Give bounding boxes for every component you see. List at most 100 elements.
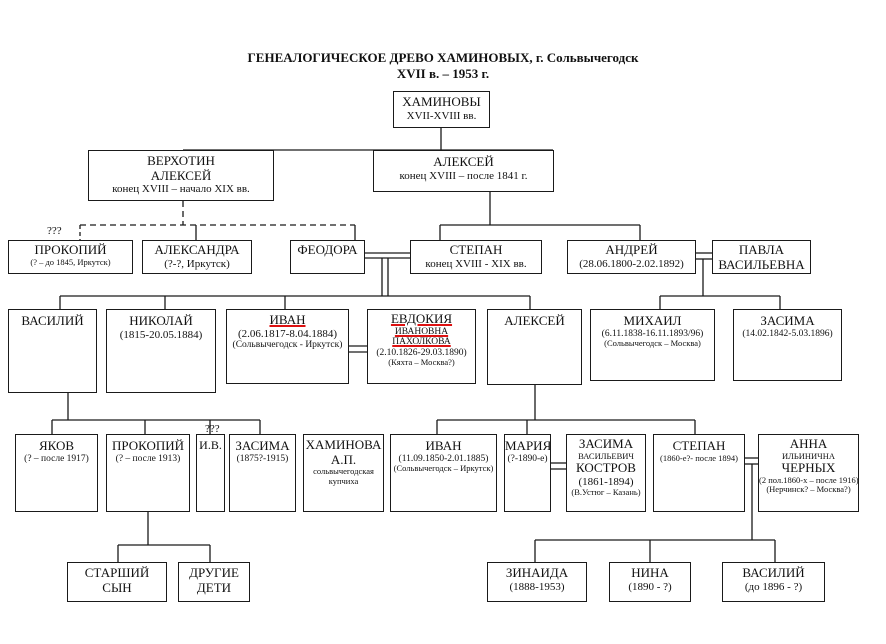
node-dates: (1815-20.05.1884) — [119, 328, 203, 341]
node-name: СТЕПАН — [672, 438, 726, 453]
node-feodora[interactable]: ФЕОДОРА — [290, 240, 365, 274]
unknown-mark-1: ??? — [47, 225, 62, 237]
node-name-2: АЛЕКСЕЙ — [150, 167, 212, 183]
node-name: ЕВДОКИЯ — [390, 311, 453, 326]
node-name: АНДРЕЙ — [605, 242, 658, 257]
node-name: ИВАН — [269, 312, 306, 327]
node-name: ИВАН — [425, 438, 462, 453]
node-dates: (1875?-1915) — [236, 453, 289, 464]
node-patronymic: ВАСИЛЬЕВИЧ — [578, 450, 634, 461]
title-line-2: XVII в. – 1953 г. — [396, 66, 490, 81]
node-name: И.В. — [199, 438, 222, 452]
node-vasiliy-2[interactable]: ВАСИЛИЙ (до 1896 - ?) — [722, 562, 825, 602]
node-dates: (28.06.1800-2.02.1892) — [579, 257, 684, 270]
node-drugie-deti[interactable]: ДРУГИЕ ДЕТИ — [178, 562, 250, 602]
node-name-2: ДЕТИ — [196, 579, 232, 595]
node-place: (Сольвычегодск – Москва) — [604, 338, 701, 349]
node-zasima-1[interactable]: ЗАСИМА (14.02.1842-5.03.1896) — [733, 309, 842, 381]
node-name: ПАВЛА — [738, 242, 785, 257]
node-nikolay[interactable]: НИКОЛАЙ (1815-20.05.1884) — [106, 309, 216, 393]
node-stepan-1[interactable]: СТЕПАН конец XVIII - XIX вв. — [410, 240, 542, 274]
node-nina[interactable]: НИНА (1890 - ?) — [609, 562, 691, 602]
node-dates: (6.11.1838-16.11.1893/96) — [601, 328, 704, 339]
node-dates: (? – после 1917) — [24, 453, 89, 464]
node-name: АЛЕКСАНДРА — [154, 242, 240, 257]
node-dates: (?-?, Иркутск) — [164, 257, 230, 270]
node-name-2: ВАСИЛЬЕВНА — [718, 256, 805, 272]
node-name: АЛЕКСЕЙ — [433, 154, 494, 169]
node-haminovy[interactable]: ХАМИНОВЫ XVII-XVIII вв. — [393, 91, 490, 128]
node-pavla[interactable]: ПАВЛА ВАСИЛЬЕВНА — [712, 240, 811, 274]
node-verhotin[interactable]: ВЕРХОТИН АЛЕКСЕЙ конец XVIII – начало XI… — [88, 150, 274, 201]
node-dates: (1860-е?- после 1894) — [660, 452, 738, 463]
node-name: ЗИНАИДА — [505, 565, 569, 580]
node-aleksey-sr[interactable]: АЛЕКСЕЙ конец XVIII – после 1841 г. — [373, 150, 554, 192]
node-dates: (14.02.1842-5.03.1896) — [742, 328, 833, 339]
node-dates: (1861-1894) — [578, 475, 634, 488]
node-name: ДРУГИЕ — [189, 565, 239, 580]
node-name: ВАСИЛИЙ — [21, 313, 84, 328]
node-patronymic: ИВАНОВНА — [394, 326, 449, 337]
node-name-2: СЫН — [102, 579, 132, 595]
node-dates: (11.09.1850-2.01.1885) — [398, 453, 489, 464]
node-name: СТАРШИЙ — [84, 565, 150, 580]
node-name: ВЕРХОТИН — [147, 153, 215, 168]
node-name: ФЕОДОРА — [297, 242, 358, 257]
node-iv[interactable]: И.В. — [196, 434, 225, 512]
node-vasiliy-1[interactable]: ВАСИЛИЙ — [8, 309, 97, 393]
node-dates: конец XVIII – начало XIX вв. — [112, 183, 250, 196]
node-dates: (2.06.1817-8.04.1884) — [238, 327, 337, 340]
node-place: (Кяхта – Москва?) — [388, 357, 455, 368]
node-anna[interactable]: АННА ИЛЬИНИЧНА ЧЕРНЫХ (2 пол.1860-х – по… — [758, 434, 859, 512]
node-dates: (2 пол.1860-х – после 1916) — [759, 474, 859, 485]
node-dates: (1888-1953) — [509, 580, 565, 593]
node-mariya[interactable]: МАРИЯ (?-1890-е) — [504, 434, 551, 512]
node-dates: XVII-XVIII вв. — [406, 109, 477, 122]
node-surname: ПАХОЛКОВА — [392, 337, 451, 348]
node-dates: (?-1890-е) — [507, 453, 548, 464]
node-prokopiy-1[interactable]: ПРОКОПИЙ (? – до 1845, Иркутск) — [8, 240, 133, 274]
node-zasima-2[interactable]: ЗАСИМА (1875?-1915) — [229, 434, 296, 512]
node-note: сольвычегодская — [313, 466, 374, 477]
node-stepan-2[interactable]: СТЕПАН (1860-е?- после 1894) — [653, 434, 745, 512]
node-dates: конец XVIII – после 1841 г. — [399, 169, 528, 182]
node-andrey[interactable]: АНДРЕЙ (28.06.1800-2.02.1892) — [567, 240, 696, 274]
node-name: ПРОКОПИЙ — [34, 242, 107, 257]
node-zasima-3[interactable]: ЗАСИМА ВАСИЛЬЕВИЧ КОСТРОВ (1861-1894) (В… — [566, 434, 646, 512]
node-name: ЗАСИМА — [235, 438, 290, 453]
node-dates: (до 1896 - ?) — [744, 580, 803, 593]
node-name: МИХАИЛ — [623, 313, 682, 328]
node-name: СТЕПАН — [449, 242, 503, 257]
node-prokopiy-2[interactable]: ПРОКОПИЙ (? – после 1913) — [106, 434, 190, 512]
node-place: (Сольвычегодск - Иркутск) — [232, 339, 343, 350]
node-place: (В.Устюг – Казань) — [571, 486, 641, 497]
node-dates: (? – до 1845, Иркутск) — [30, 256, 111, 267]
title-line-1: ГЕНЕАЛОГИЧЕСКОЕ ДРЕВО ХАМИНОВЫХ, г. Соль… — [247, 50, 639, 65]
node-name: ХАМИНОВА — [305, 437, 382, 452]
node-name: МАРИЯ — [505, 438, 551, 453]
node-ivan-2[interactable]: ИВАН (11.09.1850-2.01.1885) (Сольвычегод… — [390, 434, 497, 512]
node-surname: ЧЕРНЫХ — [781, 460, 836, 476]
node-evdokiya[interactable]: ЕВДОКИЯ ИВАНОВНА ПАХОЛКОВА (2.10.1826-29… — [367, 309, 476, 384]
node-name: НИКОЛАЙ — [129, 313, 193, 328]
diagram-title: ГЕНЕАЛОГИЧЕСКОЕ ДРЕВО ХАМИНОВЫХ, г. Соль… — [0, 50, 886, 82]
node-initials: А.П. — [330, 451, 357, 467]
node-place: (Нерчинск? – Москва?) — [766, 484, 851, 495]
node-zinaida[interactable]: ЗИНАИДА (1888-1953) — [487, 562, 587, 602]
node-dates: (2.10.1826-29.03.1890) — [376, 347, 467, 358]
node-name: НИНА — [631, 565, 669, 580]
node-ivan-1[interactable]: ИВАН (2.06.1817-8.04.1884) (Сольвычегодс… — [226, 309, 349, 384]
unknown-mark-2: ??? — [205, 423, 220, 435]
node-mihail[interactable]: МИХАИЛ (6.11.1838-16.11.1893/96) (Сольвы… — [590, 309, 715, 381]
node-name: ХАМИНОВЫ — [402, 94, 481, 109]
node-name: ВАСИЛИЙ — [742, 565, 805, 580]
node-haminova[interactable]: ХАМИНОВА А.П. сольвычегодская купчиха — [303, 434, 384, 512]
node-yakov[interactable]: ЯКОВ (? – после 1917) — [15, 434, 98, 512]
node-note-2: купчиха — [328, 475, 359, 486]
node-dates: (? – после 1913) — [115, 453, 181, 464]
node-place: (Сольвычегодск – Иркутск) — [393, 463, 494, 474]
node-aleksey-2[interactable]: АЛЕКСЕЙ — [487, 309, 582, 385]
node-name: ЗАСИМА — [760, 313, 815, 328]
node-aleksandra[interactable]: АЛЕКСАНДРА (?-?, Иркутск) — [142, 240, 252, 274]
node-starshiy-syn[interactable]: СТАРШИЙ СЫН — [67, 562, 167, 602]
